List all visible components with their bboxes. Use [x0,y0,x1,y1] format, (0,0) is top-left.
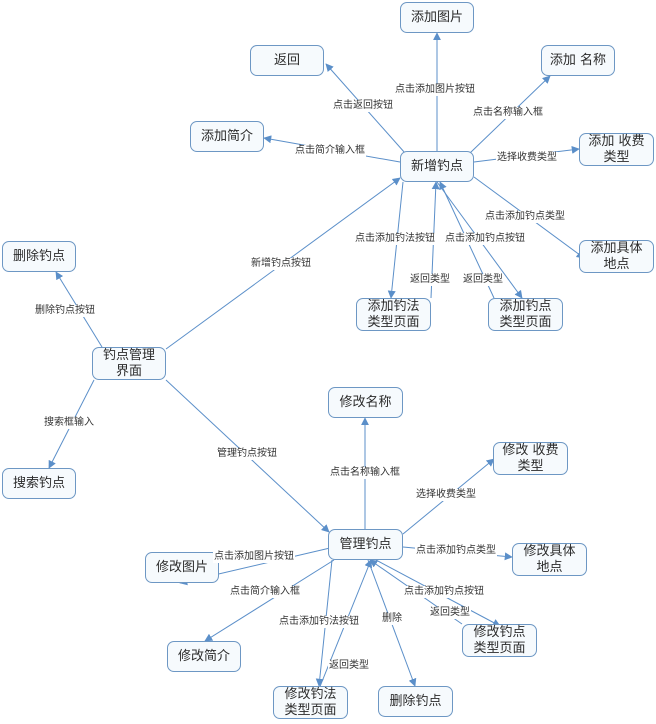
node-add-spot-type-page: 添加钓点 类型页面 [488,298,563,331]
node-new-spot: 新增钓点 [400,151,474,182]
edge-label-click-back-button: 点击返回按钮 [332,100,394,112]
edge-label-select-fee-type: 选择收费类型 [496,152,558,164]
edge-label-m-click-add-image-button: 点击添加图片按钮 [213,551,295,563]
edge-label-click-add-image-button: 点击添加图片按钮 [394,84,476,96]
edge-label-click-intro-input: 点击简介输入框 [294,145,366,157]
node-mgmt: 钓点管理 界面 [92,347,166,380]
node-add-location: 添加具体 地点 [579,240,654,273]
edge-label-return-type-1: 返回类型 [409,274,451,286]
node-edit-method-page: 修改钓法 类型页面 [273,686,348,719]
edge-label-m-click-intro-input: 点击简介输入框 [229,586,301,598]
node-back: 返回 [250,45,324,76]
node-edit-name: 修改名称 [328,387,403,418]
edge-label-new-spot-button: 新增钓点按钮 [250,258,312,270]
edge-label-click-add-spot-button: 点击添加钓点按钮 [444,233,526,245]
edge-label-delete-spot-button: 删除钓点按钮 [34,305,96,317]
edge-label-m-select-fee-type: 选择收费类型 [415,489,477,501]
node-manage-spot: 管理钓点 [328,529,403,560]
edge-m-click-intro-input [204,559,335,642]
edge-label-search-box-input: 搜索框输入 [43,417,95,429]
node-edit-location: 修改具体 地点 [512,543,587,576]
edge-label-manage-spot-button: 管理钓点按钮 [216,448,278,460]
node-add-fee: 添加 收费 类型 [579,133,654,166]
edge-label-m-return-type-b: 返回类型 [328,660,370,672]
node-edit-image: 修改图片 [145,552,219,583]
node-delete-spot-left: 删除钓点 [2,241,76,272]
edge-label-click-add-spot-type: 点击添加钓点类型 [484,211,566,223]
edge-label-m-click-name-input: 点击名称输入框 [329,467,401,479]
edge-label-m-click-add-method-button: 点击添加钓法按钮 [278,616,360,628]
edge-label-m-delete: 删除 [381,613,403,625]
node-edit-fee: 修改 收费 类型 [493,442,568,475]
node-delete-spot-bottom: 删除钓点 [378,686,453,717]
edge-label-return-type-2: 返回类型 [462,274,504,286]
node-add-image: 添加图片 [400,2,474,33]
node-add-name: 添加 名称 [541,45,615,76]
node-add-intro: 添加简介 [190,121,264,152]
node-add-method-page: 添加钓法 类型页面 [356,298,431,331]
node-edit-intro: 修改简介 [167,641,241,672]
edge-label-m-click-add-spot-type: 点击添加钓点类型 [415,545,497,557]
node-edit-spot-type-page: 修改钓点 类型页面 [462,624,537,657]
node-search-spot: 搜索钓点 [2,468,76,499]
edge-label-click-add-method-button: 点击添加钓法按钮 [354,233,436,245]
edge-label-m-return-type-a: 返回类型 [429,607,471,619]
edge-label-m-click-add-spot-button: 点击添加钓点按钮 [403,586,485,598]
edge-label-click-name-input: 点击名称输入框 [472,107,544,119]
